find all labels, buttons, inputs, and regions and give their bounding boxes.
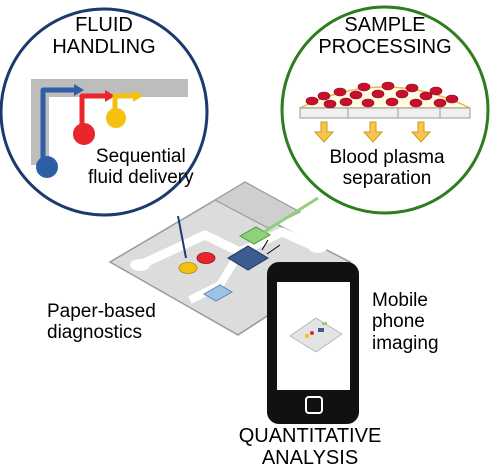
- sample-caption-line1: Blood plasma: [329, 147, 445, 168]
- fluid-title-line1: FLUID: [75, 14, 133, 36]
- sample-processing-title: SAMPLE PROCESSING: [318, 14, 452, 59]
- fluid-title-line2: HANDLING: [52, 36, 156, 59]
- phone-label-line2: phone: [372, 311, 425, 333]
- analysis-label-line2: ANALYSIS: [261, 447, 359, 470]
- sample-connector-line: [263, 196, 319, 234]
- fluid-caption-line2: fluid delivery: [88, 167, 194, 189]
- paper-device-label: Paper-based diagnostics: [47, 301, 156, 344]
- plasma-arrows: [313, 121, 432, 143]
- analysis-label-line1: QUANTITATIVE: [238, 425, 382, 447]
- yellow-drop: [106, 108, 126, 128]
- fluid-handling-title: FLUID HANDLING: [52, 14, 156, 59]
- device-label-line1: Paper-based: [47, 301, 156, 322]
- phone-imaging-label: Mobile phone imaging: [372, 290, 439, 354]
- fluid-caption-line1: Sequential: [95, 146, 186, 167]
- mobile-phone: [267, 262, 359, 424]
- sample-processing-circle: [280, 5, 490, 215]
- device-label-line2: diagnostics: [47, 322, 143, 344]
- sample-title-line2: PROCESSING: [318, 36, 452, 59]
- sample-title-line1: SAMPLE: [344, 14, 426, 36]
- phone-label-line3: imaging: [372, 332, 439, 354]
- fluid-handling-circle: [0, 7, 209, 217]
- phone-label-line1: Mobile: [372, 290, 428, 311]
- blue-drop: [36, 156, 58, 178]
- sample-processing-caption: Blood plasma separation: [322, 147, 452, 190]
- red-drop: [73, 123, 95, 145]
- quantitative-analysis-label: QUANTITATIVE ANALYSIS: [220, 425, 400, 470]
- fluid-connector-line: [177, 215, 187, 259]
- fluid-handling-caption: Sequential fluid delivery: [88, 146, 194, 189]
- blood-cells: [305, 81, 459, 109]
- sample-caption-line2: separation: [342, 168, 432, 190]
